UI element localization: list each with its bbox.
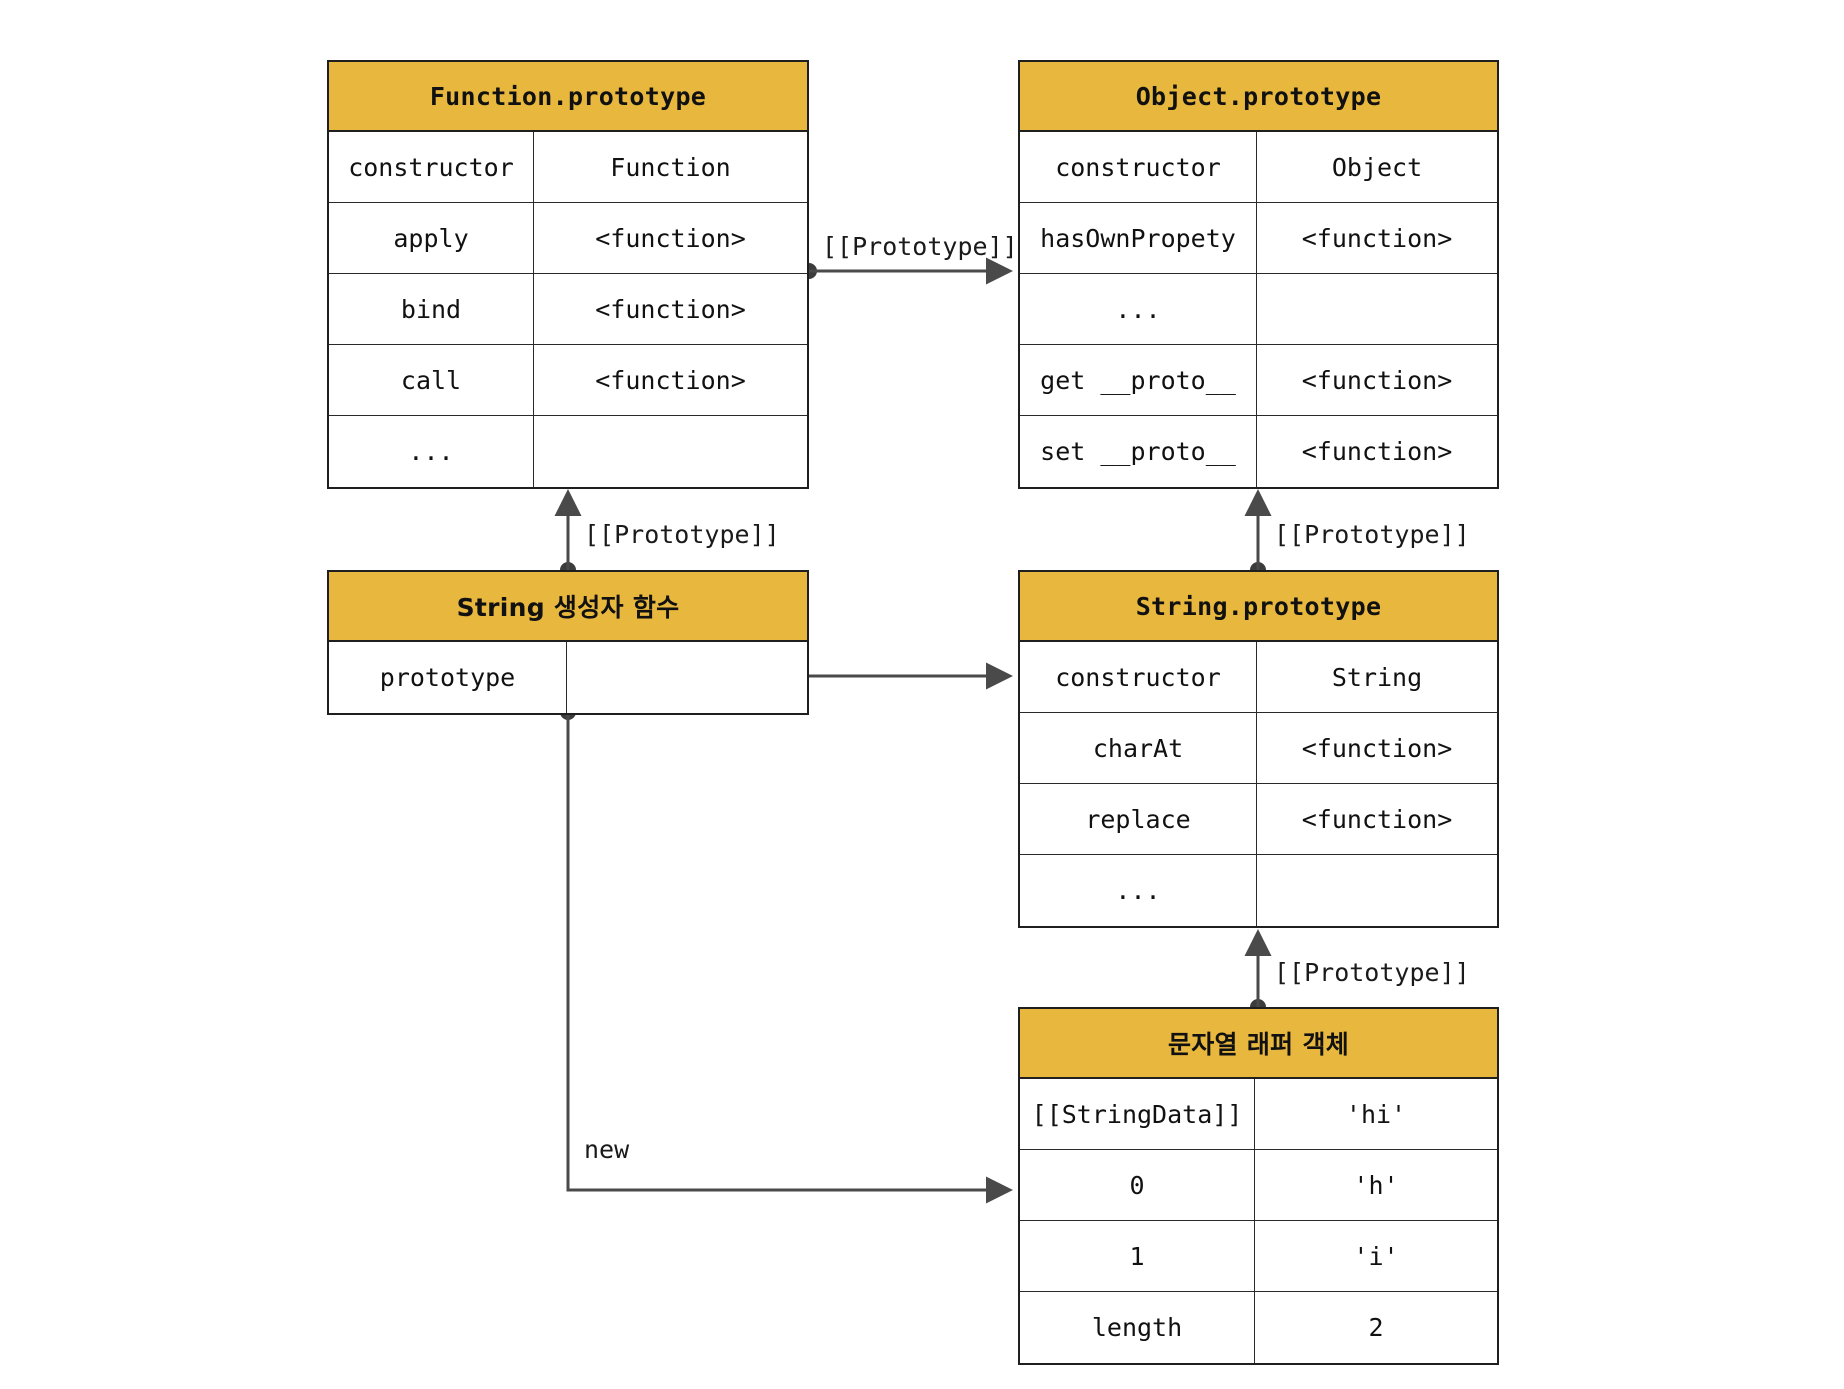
- row-key: prototype: [329, 642, 567, 713]
- table-row: [[StringData]] 'hi': [1020, 1079, 1497, 1150]
- table-row: charAt <function>: [1020, 713, 1497, 784]
- box-header-function-prototype: Function.prototype: [329, 62, 807, 132]
- edge-label-stringctor-new-to-wrapper: new: [584, 1135, 630, 1164]
- row-value: <function>: [1301, 223, 1453, 253]
- row-key: ...: [329, 416, 534, 487]
- table-row: set __proto__ <function>: [1020, 416, 1497, 487]
- row-key: ...: [1020, 855, 1257, 926]
- box-string-constructor: String 생성자 함수 prototype: [327, 570, 809, 715]
- table-row: constructor String: [1020, 642, 1497, 713]
- box-header-object-prototype: Object.prototype: [1020, 62, 1497, 132]
- row-key: constructor: [1020, 132, 1257, 202]
- row-value: Object: [1331, 152, 1423, 182]
- row-value: <function>: [1301, 437, 1453, 466]
- table-row: prototype: [329, 642, 807, 713]
- table-row: hasOwnPropety <function>: [1020, 203, 1497, 274]
- box-string-wrapper-object: 문자열 래퍼 객체 [[StringData]] 'hi' 0 'h' 1 'i…: [1018, 1007, 1499, 1365]
- table-row: ...: [1020, 274, 1497, 345]
- table-row: 1 'i': [1020, 1221, 1497, 1292]
- row-key: constructor: [329, 132, 534, 202]
- row-key: bind: [329, 274, 534, 344]
- row-key: charAt: [1020, 713, 1257, 783]
- box-header-string-wrapper-object: 문자열 래퍼 객체: [1020, 1009, 1497, 1079]
- row-key: constructor: [1020, 642, 1257, 712]
- row-key: call: [329, 345, 534, 415]
- table-row: get __proto__ <function>: [1020, 345, 1497, 416]
- row-value: <function>: [1301, 804, 1453, 834]
- table-row: replace <function>: [1020, 784, 1497, 855]
- row-value: <function>: [595, 365, 746, 395]
- box-header-string-constructor: String 생성자 함수: [329, 572, 807, 642]
- box-header-string-prototype: String.prototype: [1020, 572, 1497, 642]
- row-value: [1257, 274, 1497, 344]
- table-row: ...: [329, 416, 807, 487]
- table-row: ...: [1020, 855, 1497, 926]
- row-key: apply: [329, 203, 534, 273]
- row-value: String: [1331, 662, 1423, 692]
- row-value: [567, 642, 807, 713]
- row-key: 0: [1020, 1150, 1255, 1220]
- row-value: [534, 416, 807, 487]
- table-row: 0 'h': [1020, 1150, 1497, 1221]
- table-row: constructor Function: [329, 132, 807, 203]
- box-object-prototype: Object.prototype constructor Object hasO…: [1018, 60, 1499, 489]
- edge-fnproto-to-objproto: [801, 257, 1013, 285]
- row-value: 'hi': [1345, 1099, 1407, 1129]
- table-row: apply <function>: [329, 203, 807, 274]
- row-key: 1: [1020, 1221, 1255, 1291]
- row-value: [1257, 855, 1497, 926]
- row-value: <function>: [595, 223, 746, 253]
- edge-label-stringproto-to-objproto: [[Prototype]]: [1274, 520, 1470, 549]
- edge-stringctor-to-fnproto: [554, 489, 582, 578]
- row-value: 'h': [1353, 1170, 1399, 1200]
- row-value: <function>: [1301, 733, 1453, 763]
- edge-stringctor-new-to-wrapper: [560, 704, 1013, 1204]
- row-key: ...: [1020, 274, 1257, 344]
- row-value: Function: [610, 152, 731, 182]
- row-key: set __proto__: [1020, 416, 1257, 487]
- row-key: hasOwnPropety: [1020, 203, 1257, 273]
- row-key: [[StringData]]: [1020, 1079, 1255, 1149]
- row-value: <function>: [1301, 365, 1453, 395]
- table-row: call <function>: [329, 345, 807, 416]
- row-key: get __proto__: [1020, 345, 1257, 415]
- box-function-prototype: Function.prototype constructor Function …: [327, 60, 809, 489]
- table-row: length 2: [1020, 1292, 1497, 1363]
- edge-label-fnproto-to-objproto: [[Prototype]]: [822, 232, 1018, 261]
- edge-stringproto-to-objproto: [1244, 489, 1272, 578]
- row-key: length: [1020, 1292, 1255, 1363]
- row-value: 2: [1368, 1313, 1384, 1342]
- edge-label-wrapper-to-stringproto: [[Prototype]]: [1274, 958, 1470, 987]
- row-key: replace: [1020, 784, 1257, 854]
- row-value: 'i': [1353, 1241, 1399, 1271]
- table-row: constructor Object: [1020, 132, 1497, 203]
- table-row: bind <function>: [329, 274, 807, 345]
- edge-label-stringctor-to-fnproto: [[Prototype]]: [584, 520, 780, 549]
- edge-wrapper-to-stringproto: [1244, 929, 1272, 1015]
- row-value: <function>: [595, 294, 746, 324]
- box-string-prototype: String.prototype constructor String char…: [1018, 570, 1499, 928]
